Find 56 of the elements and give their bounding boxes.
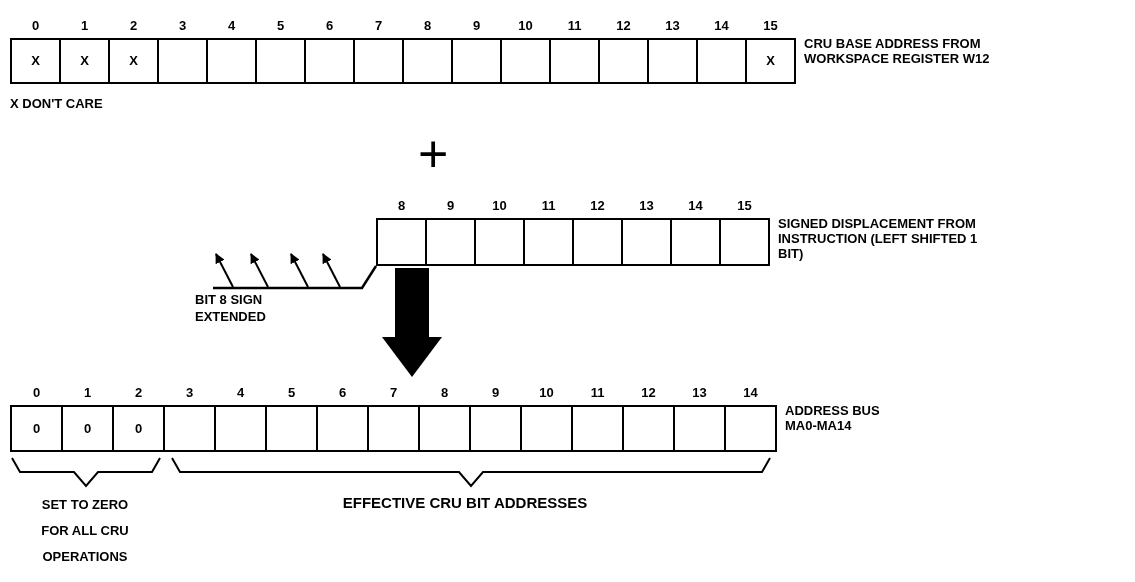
note-text: SET TO ZERO FOR ALL CRU OPERATIONS [40,496,130,566]
cell-value: 0 [32,419,41,438]
bit-number: 1 [79,17,90,35]
bit-number: 11 [540,197,557,215]
bit-number: 11 [566,17,583,35]
bit-number: 9 [490,384,501,402]
register-caption: SIGNED DISPLACEMENT FROM INSTRUCTION (LEFT SHIFTED 1 BIT) [778,216,979,261]
bit-number: 8 [396,197,407,215]
bit-number: 13 [638,197,655,215]
cell-value: X [766,52,775,71]
bit-number: 11 [589,384,606,402]
bit-number: 3 [177,17,188,35]
note-text: X DON'T CARE [10,95,103,113]
bit-number: 12 [640,384,657,402]
bit-number: 4 [226,17,237,35]
block-arrow [382,268,442,377]
bit-number: 15 [736,197,753,215]
cell-value: 0 [83,419,92,438]
bit-number: 15 [762,17,779,35]
bit-number: 0 [31,384,42,402]
bit-number: 8 [439,384,450,402]
bit-number: 10 [538,384,555,402]
cell-value: 0 [134,419,143,438]
connector-line [213,265,378,290]
bit-number: 7 [388,384,399,402]
bit-number: 12 [615,17,632,35]
register-caption: CRU BASE ADDRESS FROM WORKSPACE REGISTER W12 [804,36,991,66]
cell-value: X [31,52,40,71]
note-text: BIT 8 SIGN EXTENDED [195,291,325,325]
bit-number: 14 [742,384,759,402]
bit-number: 6 [337,384,348,402]
bit-number: 2 [133,384,144,402]
bit-number: 5 [286,384,297,402]
bit-number: 4 [235,384,246,402]
bit-number: 14 [687,197,704,215]
note-text: EFFECTIVE CRU BIT ADDRESSES [341,493,589,513]
bit-number: 1 [82,384,93,402]
register-caption: ADDRESS BUS MA0-MA14 [785,403,881,433]
bit-number: 13 [664,17,681,35]
bit-number: 10 [491,197,508,215]
bit-number: 14 [713,17,730,35]
bit-number: 9 [445,197,456,215]
plus-sign: + [418,128,449,180]
bit-number: 13 [691,384,708,402]
bit-number: 3 [184,384,195,402]
cell-value: X [80,52,89,71]
bit-number: 10 [517,17,534,35]
bit-number: 8 [422,17,433,35]
bit-number: 7 [373,17,384,35]
bit-number: 5 [275,17,286,35]
bit-number: 9 [471,17,482,35]
bit-number: 12 [589,197,606,215]
bit-number: 2 [128,17,139,35]
cell-value: X [129,52,138,71]
bit-number: 6 [324,17,335,35]
bit-number: 0 [30,17,41,35]
